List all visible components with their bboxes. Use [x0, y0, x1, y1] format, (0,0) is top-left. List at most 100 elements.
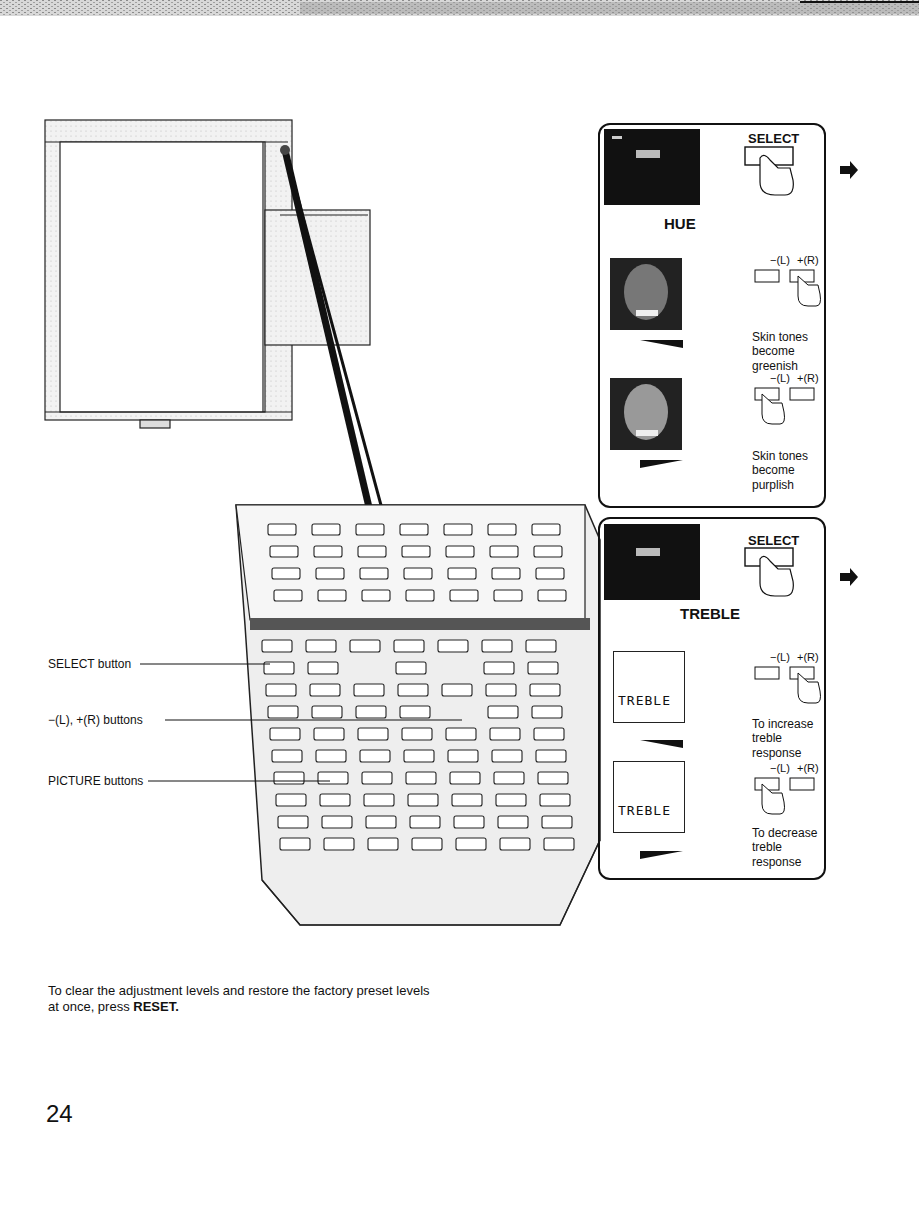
remote-button: [262, 640, 292, 652]
remote-button: [498, 816, 528, 828]
remote-button: [272, 568, 300, 579]
art-shape: [762, 784, 785, 814]
page-number: 24: [46, 1100, 73, 1129]
treble-panel: TREBLETREBLETREBLE: [598, 517, 826, 880]
remote-button: [488, 706, 518, 718]
button-name: +(R): [797, 762, 819, 775]
callout-label: PICTURE buttons: [48, 774, 143, 788]
remote-button: [364, 794, 394, 806]
remote-button: [400, 706, 430, 718]
remote-button: [404, 568, 432, 579]
art-shape: [285, 150, 372, 520]
remote-button: [312, 524, 340, 535]
remote-button: [542, 816, 572, 828]
effect-note: To decrease treble response: [752, 826, 824, 869]
remote-button: [410, 816, 440, 828]
note-text: To clear the adjustment levels and resto…: [48, 983, 430, 1014]
art-shape: [604, 524, 700, 600]
remote-button: [452, 794, 482, 806]
remote-button: [312, 706, 342, 718]
remote-button: [358, 728, 388, 740]
remote-button: [396, 662, 426, 674]
art-shape: [755, 667, 779, 679]
remote-button: [538, 590, 566, 601]
art-shape: [636, 150, 660, 158]
hue-panel-art: [604, 129, 821, 468]
remote-button: [358, 546, 386, 557]
art-shape: [798, 276, 821, 306]
art-shape: [148, 781, 330, 782]
art-shape: [262, 142, 263, 412]
remote-button: [530, 684, 560, 696]
remote-button: [544, 838, 574, 850]
remote-button: [412, 838, 442, 850]
note-emphasis: RESET.: [133, 999, 179, 1014]
art-shape: [604, 129, 700, 205]
remote-button: [406, 772, 436, 784]
remote-button: [538, 772, 568, 784]
remote-button: [272, 750, 302, 762]
remote-button: [438, 640, 468, 652]
art-shape: [236, 505, 585, 620]
art-shape: [60, 142, 265, 412]
button-name: −(L): [770, 254, 790, 267]
remote-button: [484, 662, 514, 674]
remote-cable: [280, 145, 385, 520]
remote-button: [402, 728, 432, 740]
art-shape: [636, 548, 660, 556]
remote-button: [360, 750, 390, 762]
art-shape: [285, 150, 385, 520]
remote-button: [448, 568, 476, 579]
remote-button: [318, 590, 346, 601]
remote-button: [450, 772, 480, 784]
art-shape: [610, 258, 682, 330]
button-name: +(R): [797, 651, 819, 664]
art-shape: [790, 778, 814, 790]
remote-button: [494, 590, 522, 601]
art-shape: [612, 136, 622, 139]
osd-label: TREBLE: [618, 804, 671, 819]
remote-button: [268, 706, 298, 718]
remote-button: [400, 524, 428, 535]
callout-label: −(L), +(R) buttons: [48, 713, 143, 727]
remote-button: [532, 524, 560, 535]
button-name: −(L): [770, 762, 790, 775]
osd-label: TREBLE: [618, 694, 671, 709]
remote-button: [278, 816, 308, 828]
art-shape: [640, 740, 683, 748]
remote-button: [316, 750, 346, 762]
remote-button: [356, 706, 386, 718]
remote-button: [446, 728, 476, 740]
art-shape: [640, 851, 683, 859]
callout-label: SELECT button: [48, 657, 131, 671]
remote-button: [532, 706, 562, 718]
remote-button: [536, 568, 564, 579]
remote-control: [236, 505, 600, 925]
remote-button: [362, 590, 390, 601]
leader-lines: [140, 664, 462, 781]
remote-button: [318, 772, 348, 784]
remote-button: [402, 546, 430, 557]
remote-button: [540, 794, 570, 806]
remote-button: [496, 794, 526, 806]
remote-button: [280, 838, 310, 850]
osd-screen: TREBLE: [613, 651, 685, 723]
remote-button: [456, 838, 486, 850]
remote-button: [442, 684, 472, 696]
remote-button: [270, 728, 300, 740]
remote-button: [500, 838, 530, 850]
remote-button: [320, 794, 350, 806]
remote-button: [314, 546, 342, 557]
note: To clear the adjustment levels and resto…: [48, 983, 433, 1014]
remote-button: [404, 750, 434, 762]
art-shape: [640, 340, 683, 348]
remote-button: [454, 816, 484, 828]
art-shape: [755, 270, 779, 282]
art-shape: [236, 505, 600, 925]
art-shape: [45, 411, 292, 412]
art-shape: [165, 720, 462, 721]
remote-button: [394, 640, 424, 652]
remote-button: [490, 728, 520, 740]
remote-button: [274, 590, 302, 601]
